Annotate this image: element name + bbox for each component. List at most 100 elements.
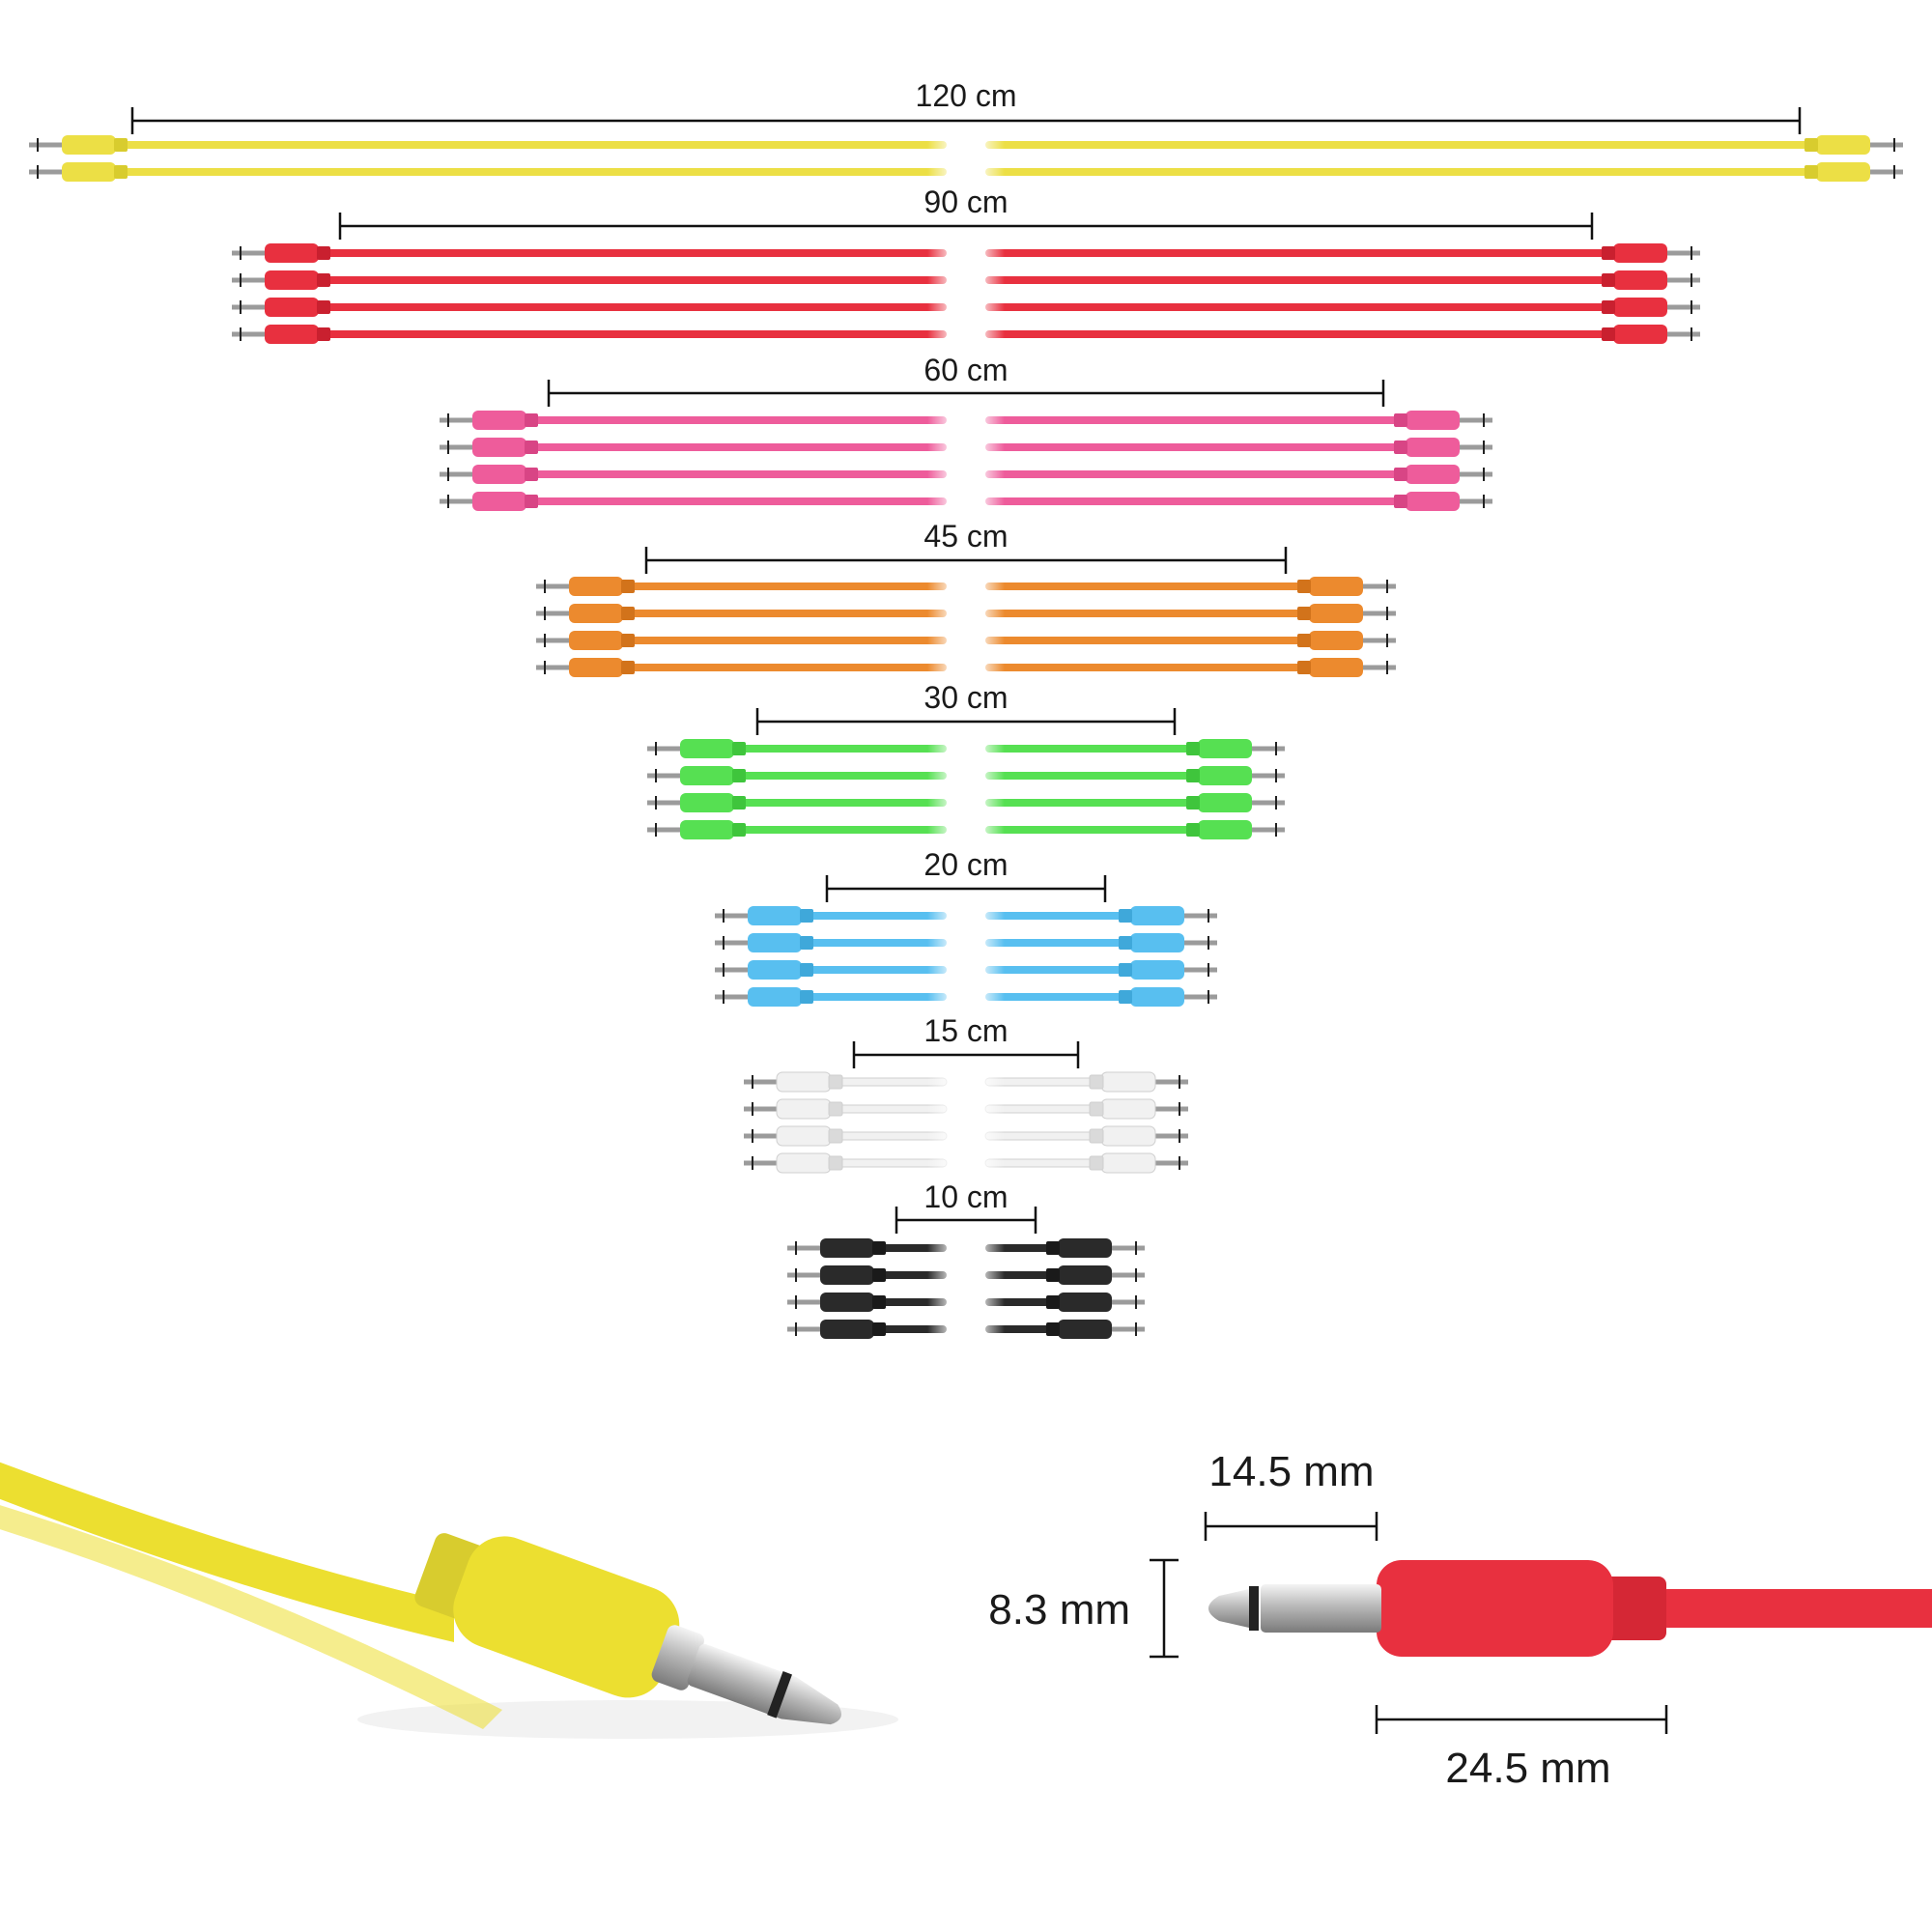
plug-ring	[544, 661, 546, 674]
plug-ring	[447, 495, 449, 508]
plug-collar	[1119, 990, 1132, 1004]
plug-left	[787, 1238, 886, 1258]
plug-pin	[715, 994, 748, 1000]
cable-wire-left	[526, 443, 947, 451]
length-label: 20 cm	[923, 847, 1008, 882]
cable-wire-left	[802, 993, 947, 1001]
plug-right	[1089, 1098, 1188, 1120]
plug-left	[440, 492, 538, 511]
plug-pin	[647, 800, 680, 806]
cable-gap	[954, 734, 978, 844]
plug-left	[536, 658, 635, 677]
plug-ring	[795, 1295, 797, 1309]
dim-tip-label: 14.5 mm	[1208, 1448, 1374, 1495]
plug-body	[1309, 658, 1363, 677]
plug-right	[1297, 604, 1396, 623]
cable-fade-left	[927, 1234, 956, 1344]
plug-ring	[37, 138, 39, 152]
plug-ring	[1275, 823, 1277, 837]
patch-cable	[536, 604, 1396, 623]
plug-body	[1058, 1320, 1112, 1339]
plug-pin	[1155, 1160, 1188, 1166]
plug-pin	[647, 773, 680, 779]
plug-right	[1119, 987, 1217, 1007]
cable-wire-right	[985, 470, 1406, 478]
plug-collar	[317, 327, 330, 341]
plug-collar	[1089, 1155, 1104, 1171]
yellow-plug-insulator	[767, 1671, 792, 1719]
cable-fade-right	[976, 1234, 1005, 1344]
plug-right	[1186, 820, 1285, 839]
cable-fade-right	[976, 572, 1005, 682]
dim-body-label: 24.5 mm	[1445, 1745, 1610, 1792]
plug-body	[680, 766, 734, 785]
plug-right	[1089, 1125, 1188, 1147]
plug-right	[1602, 270, 1700, 290]
cable-wire-right	[985, 637, 1309, 644]
patch-cable	[715, 960, 1217, 980]
cable-wire-left	[734, 772, 947, 780]
plug-body	[1613, 243, 1667, 263]
cable-fade-left	[927, 734, 956, 844]
plug-pin	[647, 827, 680, 833]
plug-body	[472, 411, 526, 430]
plug-collar	[1602, 246, 1615, 260]
cable-fade-left	[927, 130, 956, 186]
plug-collar	[800, 909, 813, 923]
cable-wire-right	[985, 141, 1816, 149]
plug-collar	[1119, 936, 1132, 950]
patch-cable	[232, 243, 1700, 263]
patch-cable	[715, 906, 1217, 925]
plug-right	[1804, 135, 1903, 155]
red-cable-closeup	[1662, 1589, 1932, 1628]
plug-ring	[544, 580, 546, 593]
cable-wire-left	[734, 826, 947, 834]
plug-collar	[525, 440, 538, 454]
patch-cable	[647, 820, 1285, 839]
plug-right	[1089, 1152, 1188, 1174]
plug-collar	[317, 273, 330, 287]
plug-left	[715, 987, 813, 1007]
plug-pin	[1667, 304, 1700, 310]
plug-ring	[795, 1322, 797, 1336]
plug-ring	[240, 246, 242, 260]
plug-pin	[1112, 1299, 1145, 1305]
plug-ring	[1483, 495, 1485, 508]
plug-body	[1816, 162, 1870, 182]
plug-collar	[525, 413, 538, 427]
plug-collar	[872, 1268, 886, 1282]
plug-ring	[1135, 1268, 1137, 1282]
plug-right	[1602, 298, 1700, 317]
plug-pin	[1112, 1272, 1145, 1278]
plug-body	[820, 1238, 874, 1258]
plug-collar	[872, 1322, 886, 1336]
plug-collar	[1046, 1295, 1060, 1309]
red-plug-body	[1377, 1560, 1613, 1657]
cable-fade-right	[976, 406, 1005, 516]
plug-pin	[1363, 611, 1396, 616]
plug-collar	[1119, 909, 1132, 923]
plug-body	[1058, 1265, 1112, 1285]
plug-collar	[1394, 468, 1407, 481]
plug-collar	[732, 742, 746, 755]
length-label: 60 cm	[923, 353, 1008, 387]
plug-body	[1058, 1293, 1112, 1312]
cable-wire-left	[116, 141, 947, 149]
cable-wire-right	[985, 610, 1309, 617]
cable-fade-right	[976, 901, 1005, 1011]
cable-wire-right	[985, 416, 1406, 424]
plug-body	[820, 1265, 874, 1285]
patch-cable	[232, 298, 1700, 317]
plug-collar	[1394, 440, 1407, 454]
plug-left	[232, 270, 330, 290]
plug-ring	[447, 468, 449, 481]
plug-collar	[1394, 495, 1407, 508]
yellow-plug-body	[453, 1536, 680, 1698]
plug-ring	[795, 1241, 797, 1255]
plug-body	[472, 492, 526, 511]
plug-ring	[544, 607, 546, 620]
plug-pin	[232, 304, 265, 310]
plug-left	[536, 577, 635, 596]
plug-collar	[732, 823, 746, 837]
plug-left	[232, 243, 330, 263]
